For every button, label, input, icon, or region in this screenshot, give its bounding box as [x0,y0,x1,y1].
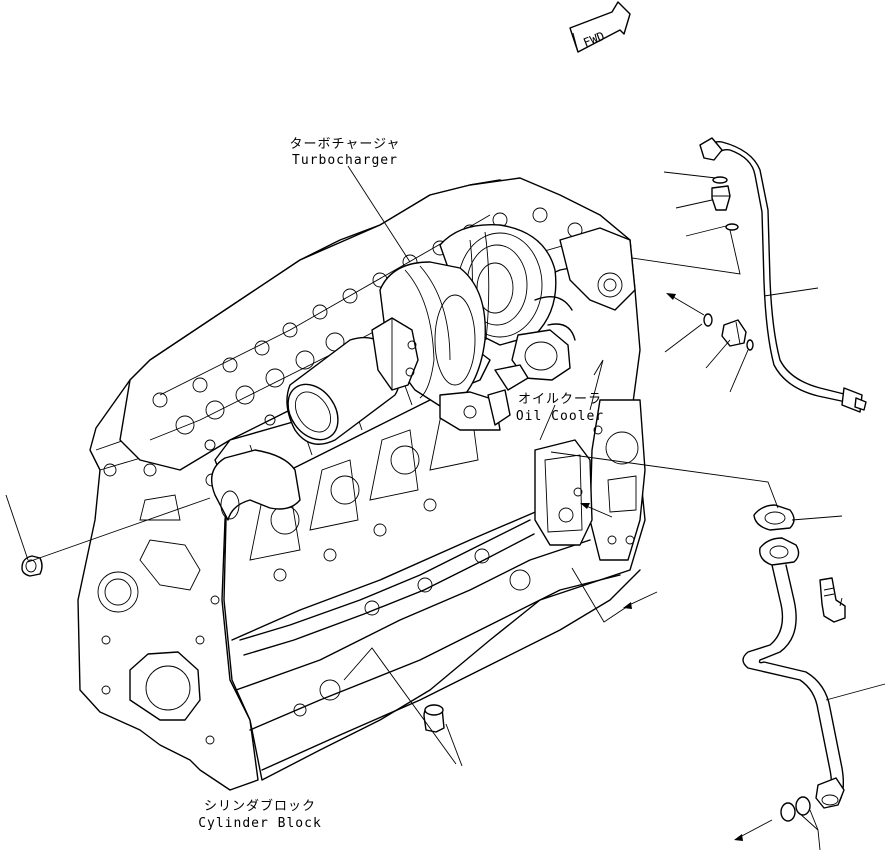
fwd-arrow-icon [569,1,631,53]
turbocharger-label-en: Turbocharger [292,153,398,168]
plug-bottom [423,704,445,733]
turbocharger-label-jp: ターボチャージャ [289,137,401,152]
turbocharger [286,223,576,445]
plug-left [21,555,43,577]
oil-feed-pipe [699,137,867,413]
oil-cooler-label-en: Oil Cooler [515,409,605,424]
oil-cooler-label-jp: オイルクーラ [517,392,602,407]
cylinder-block-label-jp: シリンダブロック [203,799,316,814]
cylinder-block [77,177,646,791]
leader-lines [5,165,886,851]
cylinder-block-label-en: Cylinder Block [198,816,322,831]
direction-arrows [580,293,773,841]
oil-return-pipe [742,504,846,822]
